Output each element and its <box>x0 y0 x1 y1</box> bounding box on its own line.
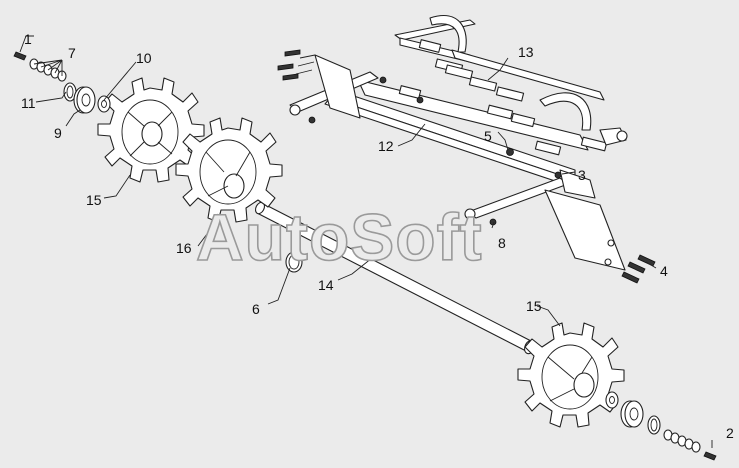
callout-6: 6 <box>252 301 260 317</box>
right-hub-stack <box>605 391 717 461</box>
leader-lines <box>19 35 713 448</box>
callout-3: 3 <box>578 167 586 183</box>
callout-16: 16 <box>176 240 192 256</box>
sprocket-wheel-upper-left <box>97 77 205 183</box>
callout-labels: 1 7 10 11 9 15 16 6 14 12 13 5 3 8 4 15 … <box>21 31 734 441</box>
frame-bracket <box>357 15 628 156</box>
right-arm-bracket <box>464 169 626 271</box>
callout-10: 10 <box>136 50 152 66</box>
callout-14: 14 <box>318 277 334 293</box>
spacer-ring <box>285 251 303 273</box>
callout-15-upper: 15 <box>86 192 102 208</box>
sprocket-wheel-middle <box>175 117 283 223</box>
callout-13: 13 <box>518 44 534 60</box>
callout-9: 9 <box>54 125 62 141</box>
left-hub-stack <box>13 51 111 114</box>
callout-1: 1 <box>24 31 32 47</box>
callout-15-lower: 15 <box>526 298 542 314</box>
callout-4: 4 <box>660 263 668 279</box>
sprocket-wheel-lower-right <box>517 322 625 428</box>
left-arm-bracket <box>289 54 379 119</box>
callout-11: 11 <box>21 95 36 111</box>
callout-12: 12 <box>378 138 394 154</box>
callout-2: 2 <box>726 425 734 441</box>
callout-8: 8 <box>498 235 506 251</box>
callout-5: 5 <box>484 128 492 144</box>
fasteners <box>277 49 656 284</box>
callout-7: 7 <box>68 45 76 61</box>
watermark-text: AutoSoft <box>196 200 483 274</box>
